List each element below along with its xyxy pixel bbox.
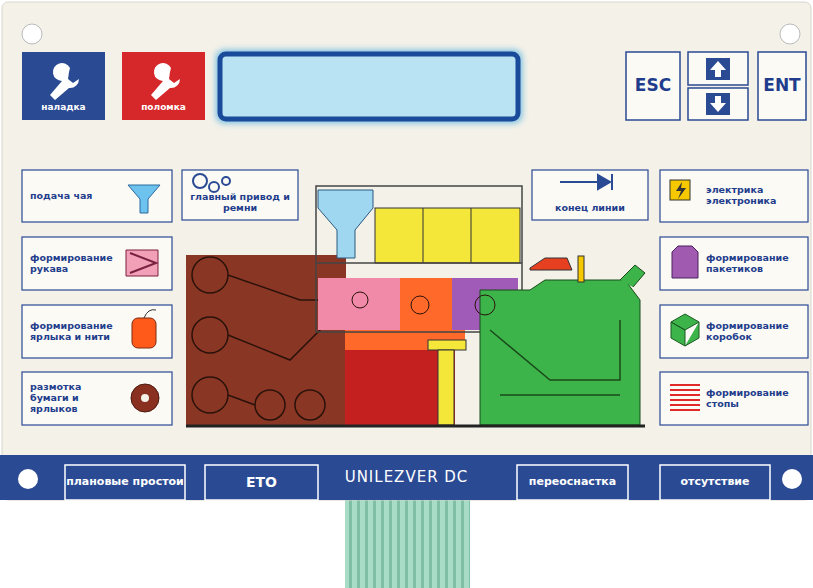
section-key: электрика электроника	[660, 170, 808, 222]
breakdown-key: поломка	[122, 52, 205, 120]
gears-icon	[193, 174, 230, 192]
enter-key: ENT	[758, 52, 806, 120]
electric-icon	[670, 180, 690, 200]
band-key: отсутствие	[660, 465, 770, 500]
key-label: поломка	[141, 102, 186, 112]
down-key	[688, 88, 748, 120]
lcd-glow	[216, 50, 522, 123]
section-key: формирование коробок	[660, 305, 808, 358]
tag-icon	[132, 318, 156, 348]
key-label: формирование ярлыка и нити	[30, 321, 114, 343]
key-fill	[758, 52, 806, 120]
key-label: электрика электроника	[706, 185, 802, 207]
end-line-key: конец линии	[532, 170, 648, 220]
panel	[2, 2, 811, 500]
up-key	[688, 52, 748, 85]
key-label: переоснастка	[529, 476, 616, 489]
key-label: плановые простои	[66, 476, 184, 489]
key-fill	[22, 170, 808, 425]
mount-hole	[22, 24, 42, 44]
wrench-icon	[50, 63, 180, 100]
key-fill	[626, 52, 680, 120]
bottom-band: UNILEZVER DC плановые простои ЕТО переоснас…	[0, 455, 813, 500]
key-label: формирование пакетиков	[706, 253, 802, 275]
key-label: подача чая	[30, 191, 114, 202]
drive-key: главный привод и ремни	[182, 170, 298, 220]
escape-key: ESC	[626, 52, 680, 120]
section-key: подача чая	[22, 170, 172, 222]
arrow-down-icon	[710, 96, 726, 112]
reel-icon	[141, 394, 149, 402]
key-label: ENT	[763, 76, 800, 96]
key-label: формирование коробок	[706, 321, 802, 343]
arrow-up-icon	[710, 61, 726, 77]
sleeve-icon	[126, 250, 158, 276]
band-key: переоснастка	[517, 465, 628, 500]
section-key: формирование рукава	[22, 237, 172, 290]
reel-icon	[131, 384, 159, 412]
key-fill	[122, 52, 205, 120]
band-key: ЕТО	[205, 465, 318, 500]
band-key: плановые простои	[65, 465, 185, 500]
key-fill	[22, 52, 105, 120]
ribbon-cable	[345, 498, 470, 588]
electric-icon	[676, 182, 686, 199]
section-key: формирование стопы	[660, 372, 808, 425]
section-key: размотка бумаги и ярлыков	[22, 372, 172, 425]
key-label: формирование рукава	[30, 253, 114, 275]
key-label: конец линии	[555, 203, 625, 214]
key-label: ЕТО	[246, 474, 277, 490]
key-label: главный привод и ремни	[186, 192, 294, 214]
section-key: формирование пакетиков	[660, 237, 808, 290]
section-key: формирование ярлыка и нити	[22, 305, 172, 358]
mount-hole	[18, 469, 38, 489]
key-label: наладка	[41, 102, 85, 112]
arrow-up-icon	[706, 58, 730, 80]
bottom-band	[0, 455, 813, 500]
end-line-icon	[560, 174, 612, 190]
sleeve-icon	[130, 253, 156, 273]
arrow-down-icon	[706, 93, 730, 115]
key-label: отсутствие	[680, 476, 749, 489]
stack-icon	[670, 385, 700, 410]
setup-key: наладка	[22, 52, 105, 120]
brand-label: UNILEZVER DC	[345, 469, 469, 486]
thread-icon	[144, 310, 156, 318]
box-icon	[671, 314, 699, 346]
key-label: ESC	[635, 76, 671, 96]
lcd-screen	[220, 54, 518, 119]
key-label: формирование стопы	[706, 388, 802, 410]
mount-hole	[780, 24, 800, 44]
bag-icon	[672, 246, 698, 278]
machine-illustration	[186, 186, 645, 426]
funnel-icon	[128, 185, 160, 213]
mount-hole	[782, 469, 802, 489]
band-key-outline	[65, 465, 770, 500]
key-label: размотка бумаги и ярлыков	[30, 382, 114, 415]
